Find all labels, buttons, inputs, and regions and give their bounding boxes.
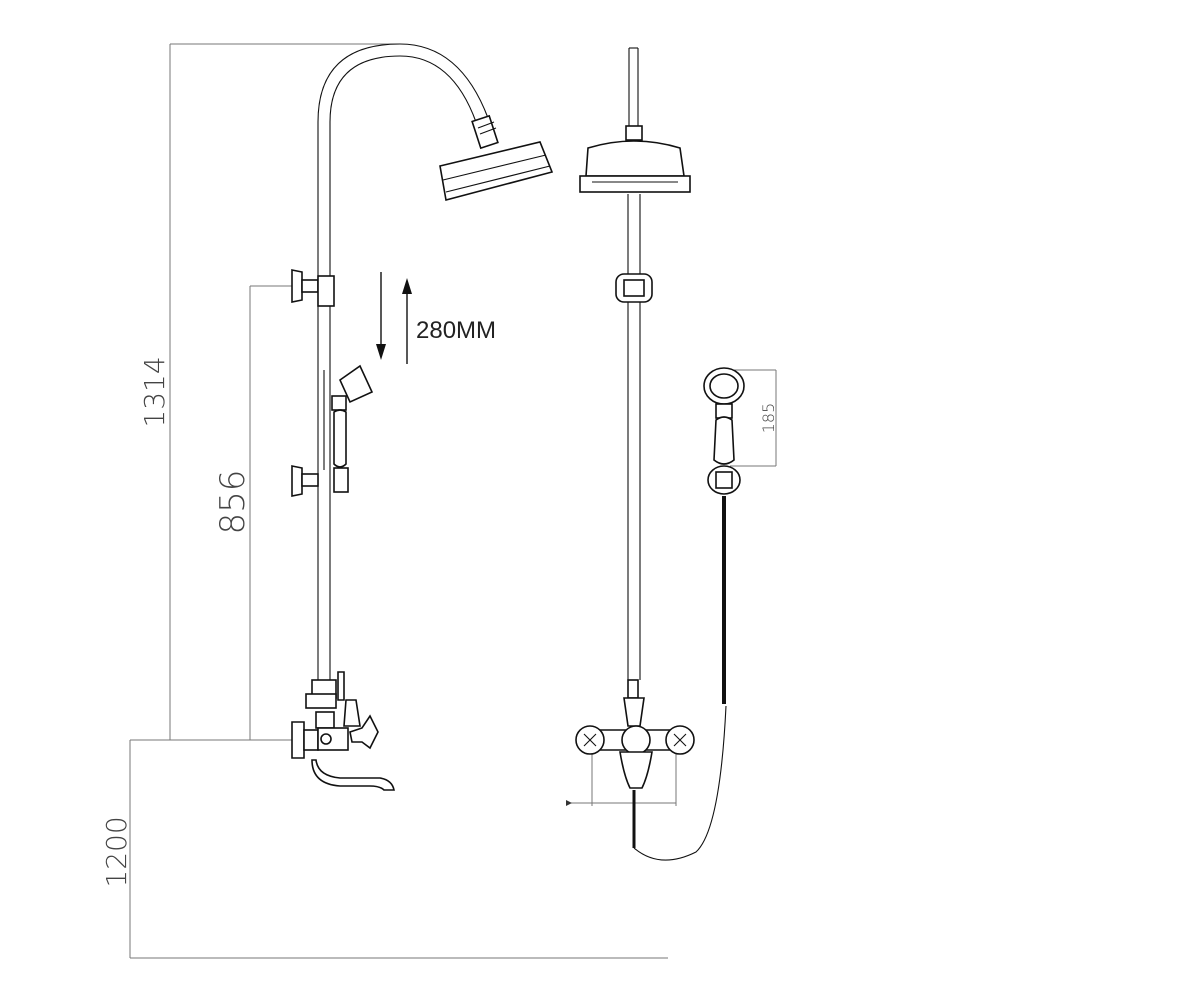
hand-shower <box>703 367 745 704</box>
dimension-1200-label: 1200 <box>100 816 133 887</box>
front-view <box>575 47 727 861</box>
dimension-lines <box>129 43 777 959</box>
dimension-185-label: 185 <box>759 403 778 434</box>
slide-range-arrows <box>376 272 412 364</box>
side-view <box>291 43 554 791</box>
dimension-856-label: 856 <box>213 470 253 535</box>
slide-range-label: 280MM <box>416 317 496 344</box>
dimension-1314-label: 1314 <box>138 356 171 427</box>
